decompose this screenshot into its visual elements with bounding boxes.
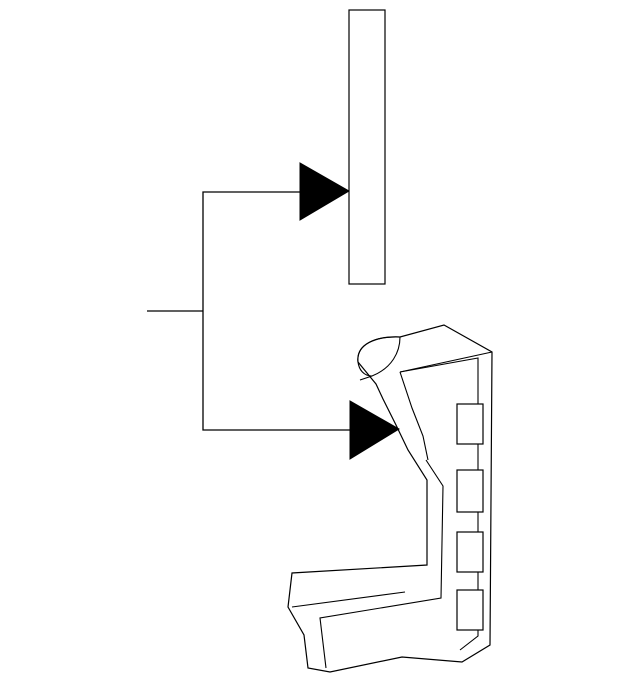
arrowhead-icon	[299, 162, 350, 221]
top-edge	[399, 351, 493, 373]
leader-branch-lower	[202, 311, 350, 431]
flange-edge	[291, 591, 406, 608]
knob-edge	[359, 375, 373, 381]
bracket-slot-1	[456, 403, 484, 445]
inner-fold-line	[319, 459, 444, 669]
lower-bracket-part	[287, 324, 493, 673]
inner-diagonal	[399, 371, 429, 461]
arrowhead-icon	[349, 400, 400, 460]
bracket-slot-3	[456, 531, 484, 573]
leader-branch-upper	[202, 191, 300, 311]
bracket-slot-4	[456, 589, 484, 631]
upper-strip-part	[348, 9, 386, 285]
bracket-knob	[357, 336, 401, 377]
leader-lines	[147, 191, 350, 431]
bracket-slot-2	[456, 469, 484, 513]
